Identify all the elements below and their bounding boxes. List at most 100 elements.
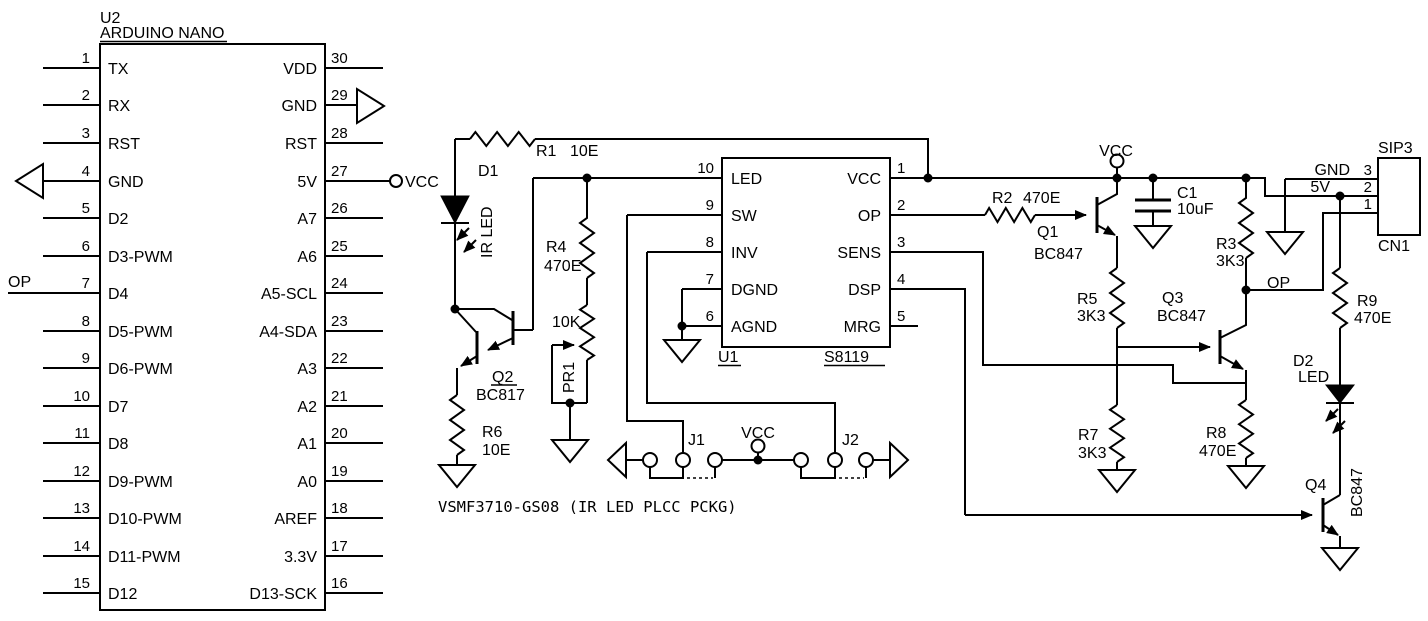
u2-pin-num: 10 xyxy=(73,388,90,405)
vcc-node-icon xyxy=(389,174,403,188)
cn1-pin-num: 3 xyxy=(1364,162,1372,179)
u2-pin-num: 27 xyxy=(331,163,348,180)
u2-pin-label: D3-PWM xyxy=(108,249,173,266)
u2-pin-num: 2 xyxy=(82,87,90,104)
q2-emitter2-arrow-icon xyxy=(460,355,478,367)
u2-pin-label: D9-PWM xyxy=(108,474,173,491)
u1-pin-num: 10 xyxy=(697,160,714,177)
u2-pin-num: 1 xyxy=(82,50,90,67)
u2-right-pin-stubs xyxy=(325,67,390,594)
ground-icon xyxy=(549,439,591,464)
junction-dot-icon xyxy=(1112,173,1122,183)
r8-zigzag xyxy=(1237,399,1255,466)
q3-emitter-arrow-icon xyxy=(1219,355,1244,370)
d2-refdes: D2 xyxy=(1293,353,1314,370)
u2-pin-label: 3.3V xyxy=(284,549,317,566)
u2-pin-label: D13-SCK xyxy=(249,586,317,603)
jumper-pad-icon xyxy=(707,452,723,468)
gnd-arrow-icon xyxy=(606,440,627,480)
d2-led-icon xyxy=(1324,384,1356,404)
q2-collector2 xyxy=(454,308,477,333)
cn1-pin-num: 2 xyxy=(1364,179,1372,196)
q3-refdes: Q3 xyxy=(1162,290,1183,307)
u1-pin-num: 3 xyxy=(897,234,905,251)
j2-refdes: J2 xyxy=(842,432,859,449)
u2-pin-label: AREF xyxy=(274,511,317,528)
ground-icon xyxy=(1096,469,1138,494)
resistor-r9: R9 470E xyxy=(1331,267,1391,329)
cn1-pin-label: GND xyxy=(1314,162,1350,179)
capacitor-c1: C1 10uF xyxy=(1132,178,1214,250)
ground-icon xyxy=(1132,225,1174,250)
u1-pin-label: SW xyxy=(731,208,758,225)
u1-pin-label: MRG xyxy=(844,319,881,336)
wire-inv-net xyxy=(646,251,836,453)
u2-pin-num: 23 xyxy=(331,313,348,330)
junction-dot-icon xyxy=(1241,285,1251,295)
u2-pin-num: 29 xyxy=(331,87,348,104)
resistor-r8: R8 470E xyxy=(1199,399,1267,490)
u2-pin-num: 20 xyxy=(331,425,348,442)
c1-value: 10uF xyxy=(1177,201,1214,218)
u1-pin-num: 4 xyxy=(897,271,905,288)
wire-r1-to-vcc xyxy=(535,138,929,178)
r2-zigzag xyxy=(984,206,1036,224)
u2-pin-label: A2 xyxy=(297,399,317,416)
wire-vcc-rail xyxy=(890,177,1378,197)
ground-icon xyxy=(661,339,703,364)
u1-pin-num: 8 xyxy=(706,234,714,251)
junction-dot-icon xyxy=(677,321,687,331)
u2-pin-label: TX xyxy=(108,61,129,78)
cn1-body xyxy=(1377,157,1421,236)
u2-pin-num: 6 xyxy=(82,238,90,255)
u2-pin-label: RST xyxy=(108,136,140,153)
u1-pin-label: OP xyxy=(858,208,881,225)
r9-refdes: R9 xyxy=(1357,293,1378,310)
r1-zigzag xyxy=(469,130,536,148)
q2-collector1 xyxy=(455,308,513,321)
q2-refdes: Q2 xyxy=(492,369,513,386)
u2-pin-label: A5-SCL xyxy=(261,286,317,303)
u2-pin-num: 9 xyxy=(82,350,90,367)
cn1-part-name: SIP3 xyxy=(1378,140,1413,157)
wire-dsp-net xyxy=(890,288,966,515)
gnd-arrow-icon xyxy=(356,87,386,125)
r6-value: 10E xyxy=(482,442,510,459)
jumper-pad-icon xyxy=(642,452,658,468)
u2-pin-label: D5-PWM xyxy=(108,324,173,341)
jumper-brackets xyxy=(649,467,867,479)
r7-refdes: R7 xyxy=(1078,427,1099,444)
u2-pin-label: D10-PWM xyxy=(108,511,182,528)
u2-body xyxy=(99,43,326,611)
diode-d1-irled: D1 IR LED xyxy=(440,139,499,309)
q1-collector xyxy=(1096,178,1118,206)
u2-pin-num: 11 xyxy=(74,425,90,442)
r4-refdes: R4 xyxy=(546,239,567,256)
u1-refdes: U1 xyxy=(718,349,739,366)
u1-gnd-wires xyxy=(681,288,918,340)
r9-value: 470E xyxy=(1354,310,1391,327)
jumper-pad-icon xyxy=(675,452,691,468)
u2-pin-num: 24 xyxy=(331,275,348,292)
r9-zigzag xyxy=(1331,267,1349,329)
u1-pin-num: 2 xyxy=(897,197,905,214)
ground-icon xyxy=(1225,465,1267,490)
u2-pin-num: 17 xyxy=(331,538,348,555)
pr1-value: 10K xyxy=(552,314,581,331)
q1-emitter-arrow-icon xyxy=(1096,224,1116,236)
u1-pin-label: DSP xyxy=(848,282,881,299)
u2-pin-label: D8 xyxy=(108,436,129,453)
u2-pin-label: VDD xyxy=(283,61,317,78)
r8-refdes: R8 xyxy=(1206,425,1227,442)
u2-pin-num: 4 xyxy=(82,163,90,180)
u2-pin-num: 18 xyxy=(331,500,348,517)
u2-pin-num: 26 xyxy=(331,200,348,217)
transistor-q4: Q4 BC847 xyxy=(965,468,1366,572)
u2-pin-label: D12 xyxy=(108,586,137,603)
u2-pin-label: A4-SDA xyxy=(259,324,317,341)
r1-refdes: R1 xyxy=(536,143,557,160)
q4-emitter-arrow-icon xyxy=(1322,524,1339,536)
q2-value: BC817 xyxy=(476,387,525,404)
u1-pin-label: LED xyxy=(731,171,762,188)
